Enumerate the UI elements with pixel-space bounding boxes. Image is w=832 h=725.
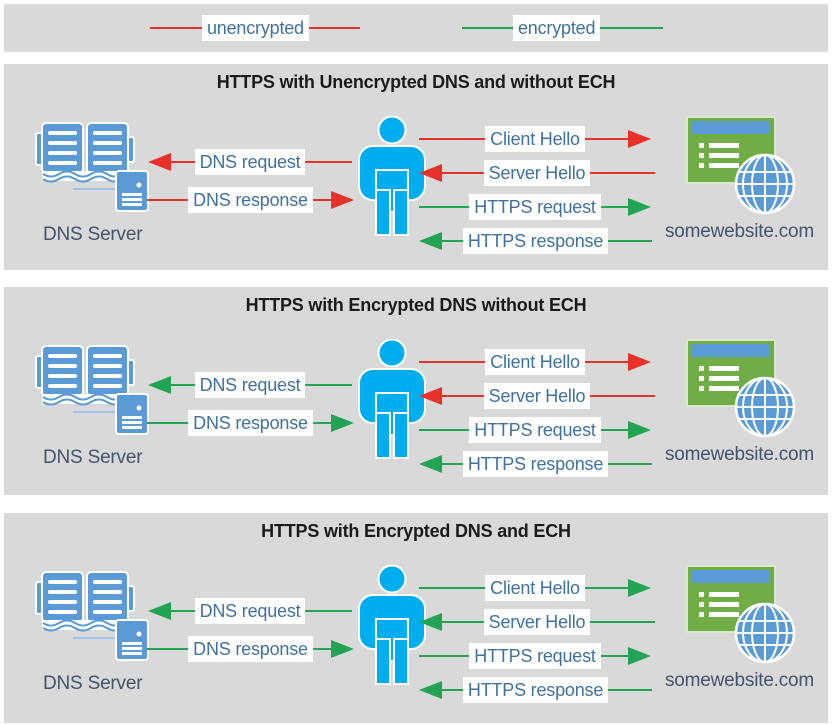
https-response-label: HTTPS response: [462, 451, 609, 477]
arrowhead-right-icon: [331, 414, 354, 432]
arrowhead-right-icon: [628, 198, 651, 216]
server-hello-label: Server Hello: [483, 160, 591, 186]
dns-book-icon: [35, 571, 135, 638]
dns-request-label: DNS request: [194, 372, 306, 398]
legend-line-right: [308, 27, 360, 29]
https-response-arrow: HTTPS response: [419, 228, 652, 254]
arrowhead-left-icon: [148, 602, 171, 620]
arrowhead-right-icon: [331, 640, 354, 658]
dns-request-arrow: DNS request: [148, 598, 352, 624]
globe-icon: [734, 153, 796, 215]
arrowhead-left-icon: [419, 681, 442, 699]
dns-server-label: DNS Server: [43, 447, 143, 468]
dns-response-arrow: DNS response: [147, 187, 354, 213]
dns-request-label: DNS request: [194, 149, 306, 175]
book-server-connector: [73, 188, 119, 190]
server-hello-arrow: Server Hello: [419, 609, 655, 635]
arrowhead-left-icon: [419, 613, 442, 631]
arrowhead-right-icon: [628, 579, 651, 597]
book-server-connector: [73, 411, 119, 413]
panel-title: HTTPS with Encrypted DNS and ECH: [261, 521, 571, 541]
dns-server-icon: [115, 619, 149, 666]
website-icon: [686, 116, 798, 222]
person-icon: [357, 564, 427, 690]
arrowhead-right-icon: [628, 647, 651, 665]
client-hello-label: Client Hello: [485, 349, 585, 375]
legend-item-unencrypted: unencrypted: [150, 4, 360, 52]
client-hello-label: Client Hello: [485, 126, 585, 152]
https-response-arrow: HTTPS response: [419, 451, 652, 477]
client-hello-arrow: Client Hello: [419, 575, 651, 601]
arrowhead-left-icon: [419, 232, 442, 250]
dns-book-icon: [35, 122, 135, 189]
website-label: somewebsite.com: [665, 221, 815, 242]
panel-encrypted-dns-no-ech: HTTPS with Encrypted DNS without ECH: [4, 287, 828, 495]
server-hello-arrow: Server Hello: [419, 383, 655, 409]
legend-item-encrypted: encrypted: [462, 4, 664, 52]
legend-unencrypted-label: unencrypted: [202, 15, 309, 41]
globe-icon: [734, 602, 796, 664]
client-hello-arrow: Client Hello: [419, 126, 651, 152]
legend-line-left: [150, 27, 202, 29]
server-hello-label: Server Hello: [483, 383, 591, 409]
https-response-label: HTTPS response: [462, 677, 609, 703]
website-icon: [686, 339, 798, 445]
arrowhead-right-icon: [628, 130, 651, 148]
arrowhead-left-icon: [148, 376, 171, 394]
https-response-arrow: HTTPS response: [419, 677, 652, 703]
https-request-label: HTTPS request: [469, 643, 601, 669]
server-hello-label: Server Hello: [483, 609, 591, 635]
panel-title: HTTPS with Unencrypted DNS and without E…: [216, 72, 616, 92]
arrowhead-left-icon: [419, 164, 442, 182]
dns-response-label: DNS response: [188, 636, 313, 662]
arrowhead-right-icon: [628, 421, 651, 439]
book-server-connector: [73, 637, 119, 639]
arrowhead-left-icon: [419, 387, 442, 405]
dns-request-label: DNS request: [194, 598, 306, 624]
panel-title: HTTPS with Encrypted DNS without ECH: [245, 295, 587, 315]
panel-encrypted-dns-ech: HTTPS with Encrypted DNS and ECH: [4, 513, 828, 723]
panel-unencrypted-dns-no-ech: HTTPS with Unencrypted DNS and without E…: [4, 64, 828, 270]
dns-request-arrow: DNS request: [148, 372, 352, 398]
arrowhead-right-icon: [331, 191, 354, 209]
dns-server-icon: [115, 170, 149, 217]
person-icon: [357, 115, 427, 241]
https-request-label: HTTPS request: [469, 194, 601, 220]
dns-response-arrow: DNS response: [147, 636, 354, 662]
website-label: somewebsite.com: [665, 444, 815, 465]
globe-icon: [734, 376, 796, 438]
server-hello-arrow: Server Hello: [419, 160, 655, 186]
legend-band: unencrypted encrypted: [4, 4, 828, 52]
legend-line-right: [600, 27, 664, 29]
arrowhead-left-icon: [148, 153, 171, 171]
dns-response-label: DNS response: [188, 410, 313, 436]
dns-server-icon: [115, 393, 149, 440]
client-hello-label: Client Hello: [485, 575, 585, 601]
person-icon: [357, 338, 427, 464]
website-label: somewebsite.com: [665, 670, 815, 691]
dns-server-label: DNS Server: [43, 224, 143, 245]
dns-request-arrow: DNS request: [148, 149, 352, 175]
https-request-arrow: HTTPS request: [419, 643, 651, 669]
https-request-arrow: HTTPS request: [419, 194, 651, 220]
legend-encrypted-label: encrypted: [513, 15, 601, 41]
dns-book-icon: [35, 345, 135, 412]
dns-response-arrow: DNS response: [147, 410, 354, 436]
website-icon: [686, 565, 798, 671]
dns-response-label: DNS response: [188, 187, 313, 213]
https-request-arrow: HTTPS request: [419, 417, 651, 443]
dns-server-label: DNS Server: [43, 673, 143, 694]
legend-line-left: [462, 27, 513, 29]
https-response-label: HTTPS response: [462, 228, 609, 254]
arrowhead-right-icon: [628, 353, 651, 371]
https-request-label: HTTPS request: [469, 417, 601, 443]
arrowhead-left-icon: [419, 455, 442, 473]
client-hello-arrow: Client Hello: [419, 349, 651, 375]
